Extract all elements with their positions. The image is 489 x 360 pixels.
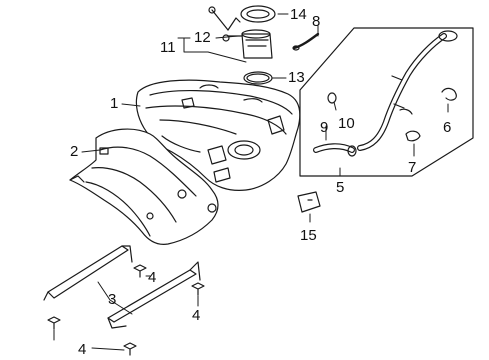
callout-5: 5 bbox=[336, 179, 345, 196]
callout-9: 9 bbox=[320, 119, 329, 136]
lock-ring-icon bbox=[240, 5, 276, 23]
callout-15: 15 bbox=[300, 227, 317, 244]
callout-10: 10 bbox=[338, 115, 355, 132]
bolt-icon bbox=[47, 264, 205, 356]
vent-tube-icon bbox=[292, 32, 320, 51]
callout-3: 3 bbox=[108, 291, 117, 308]
fuel-pump-module-icon bbox=[208, 6, 273, 59]
bracket-icon bbox=[405, 130, 421, 142]
filler-pipe-icon bbox=[313, 30, 458, 157]
heat-shield-icon bbox=[69, 128, 219, 245]
callout-1: 1 bbox=[110, 95, 119, 112]
callout-8: 8 bbox=[312, 13, 321, 30]
callout-4: 4 bbox=[192, 307, 201, 324]
callout-14: 14 bbox=[290, 6, 307, 23]
callout-6: 6 bbox=[443, 119, 452, 136]
callout-4: 4 bbox=[148, 269, 157, 286]
filler-pipe-box bbox=[299, 27, 474, 177]
callout-11: 11 bbox=[160, 39, 176, 56]
sensor-icon bbox=[297, 191, 321, 213]
tank-strap-icon bbox=[43, 245, 201, 329]
callout-13: 13 bbox=[288, 69, 305, 86]
callout-12: 12 bbox=[194, 29, 211, 46]
callout-7: 7 bbox=[408, 159, 417, 176]
callout-2: 2 bbox=[70, 143, 79, 160]
callout-4: 4 bbox=[78, 341, 87, 358]
leader-lines bbox=[53, 13, 449, 351]
seal-ring-icon bbox=[243, 71, 273, 85]
clamp-icon bbox=[441, 87, 457, 101]
